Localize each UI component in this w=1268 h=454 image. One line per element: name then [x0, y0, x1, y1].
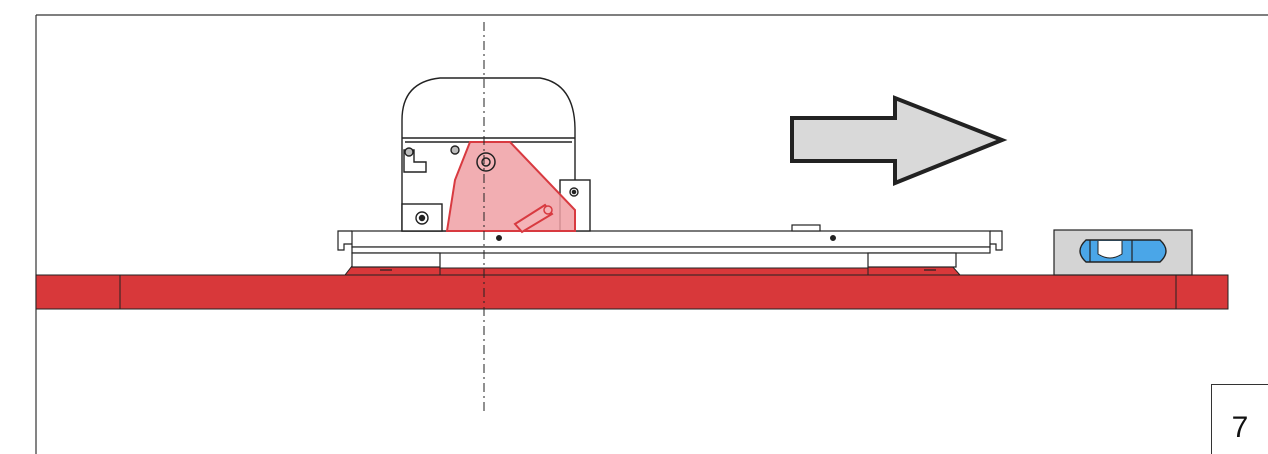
direction-arrow-icon	[790, 95, 1008, 186]
spirit-level-icon	[1053, 229, 1193, 276]
step-number: 7	[1231, 411, 1249, 444]
step-number-box: 7	[1211, 384, 1268, 454]
mounting-rail	[337, 224, 1003, 271]
base-plate	[35, 265, 1229, 310]
clamp-bracket	[445, 141, 576, 234]
diagram-frame	[35, 14, 1268, 454]
